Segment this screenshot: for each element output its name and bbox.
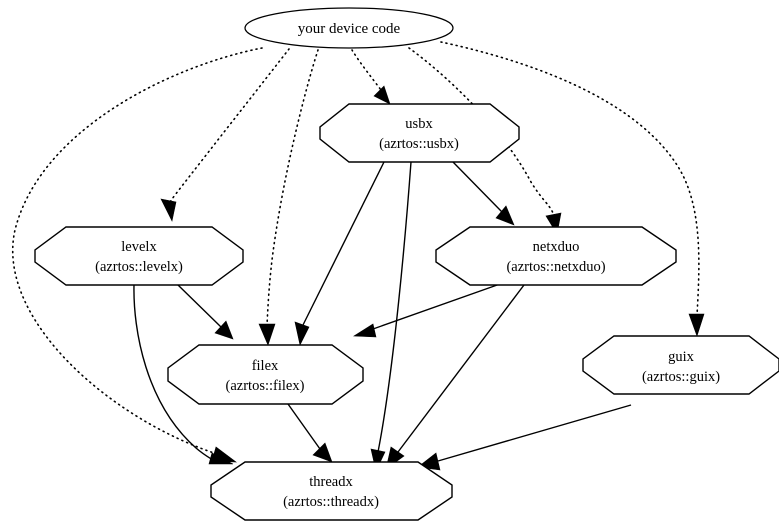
edge-levelx-to-filex xyxy=(177,284,234,340)
edge-usbx-to-threadx xyxy=(370,161,412,472)
node-label-device-line1: your device code xyxy=(298,21,401,37)
edge-device-to-filex xyxy=(258,49,319,346)
node-label-filex-line1: filex xyxy=(252,358,279,374)
node-label-usbx-line2: (azrtos::usbx) xyxy=(379,136,459,152)
edge-usbx-to-filex xyxy=(294,161,385,346)
node-threadx[interactable]: threadx (azrtos::threadx) xyxy=(210,461,453,521)
edge-device-to-levelx xyxy=(160,48,290,222)
edge-filex-to-threadx xyxy=(287,403,333,463)
node-label-filex-line2: (azrtos::filex) xyxy=(226,378,305,394)
edge-device-to-guix xyxy=(440,41,705,337)
node-your-device-code[interactable]: your device code xyxy=(244,7,454,49)
node-label-threadx-line1: threadx xyxy=(309,474,353,490)
node-usbx[interactable]: usbx (azrtos::usbx) xyxy=(319,103,520,163)
node-label-netxduo-line1: netxduo xyxy=(533,239,580,255)
node-label-netxduo-line2: (azrtos::netxduo) xyxy=(506,259,605,275)
node-guix[interactable]: guix (azrtos::guix) xyxy=(582,335,779,395)
edge-netxduo-to-filex xyxy=(353,283,501,338)
edge-guix-to-threadx xyxy=(417,404,632,471)
node-netxduo[interactable]: netxduo (azrtos::netxduo) xyxy=(435,226,677,286)
node-label-threadx-line2: (azrtos::threadx) xyxy=(283,494,379,510)
node-levelx[interactable]: levelx (azrtos::levelx) xyxy=(34,226,244,286)
node-label-levelx-line2: (azrtos::levelx) xyxy=(95,259,183,275)
node-label-levelx-line1: levelx xyxy=(121,239,157,255)
edge-levelx-to-threadx xyxy=(133,284,234,465)
node-label-guix-line2: (azrtos::guix) xyxy=(642,369,720,385)
node-label-guix-line1: guix xyxy=(668,349,695,365)
edge-device-to-usbx xyxy=(351,49,391,105)
edge-usbx-to-netxduo xyxy=(452,161,515,226)
node-filex[interactable]: filex (azrtos::filex) xyxy=(167,344,364,405)
node-label-usbx-line1: usbx xyxy=(405,116,433,132)
